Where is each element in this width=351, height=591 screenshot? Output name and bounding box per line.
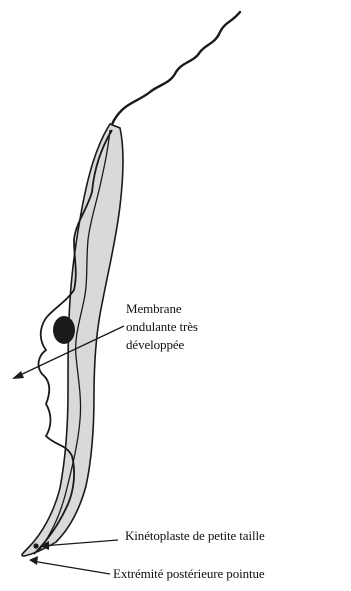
- membrane-label: Membrane ondulante très développée: [126, 300, 198, 354]
- membrane-pointer-arrowhead: [12, 371, 24, 379]
- kinetoplast: [33, 543, 38, 548]
- extremite-pointer-arrowhead: [29, 556, 38, 565]
- membrane-label-line3: développée: [126, 336, 198, 354]
- kinetoplast-label: Kinétoplaste de petite taille: [125, 527, 265, 545]
- membrane-label-line1: Membrane: [126, 300, 198, 318]
- free-flagellum: [110, 12, 240, 130]
- nucleus: [53, 316, 75, 344]
- membrane-label-line2: ondulante très: [126, 318, 198, 336]
- posterior-end-label: Extrémité postérieure pointue: [113, 565, 265, 583]
- extremite-pointer-line: [32, 561, 110, 574]
